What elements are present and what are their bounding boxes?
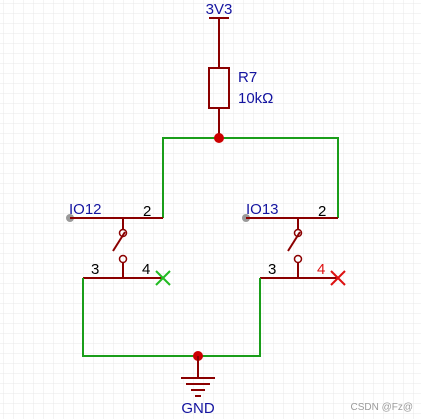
pullup-wire bbox=[162, 137, 339, 218]
pin-number: 4 bbox=[317, 261, 325, 278]
net-label: IO12 bbox=[69, 201, 102, 218]
switch-lever bbox=[287, 231, 301, 252]
pin-number: 3 bbox=[268, 261, 276, 278]
resistor-ref: R7 bbox=[238, 69, 257, 86]
net-label: IO13 bbox=[246, 201, 279, 218]
pin-number: 3 bbox=[91, 261, 99, 278]
watermark: CSDN @Fz@ bbox=[350, 402, 413, 413]
junction-dot-top bbox=[214, 133, 224, 143]
switch-io12: IO12 2 3 4 bbox=[66, 201, 171, 286]
resistor-value: 10kΩ bbox=[238, 90, 273, 107]
power-symbol-3v3: 3V3 bbox=[206, 1, 233, 45]
switch-lever bbox=[112, 231, 126, 252]
ground-symbol: GND bbox=[181, 356, 215, 417]
ground-label: GND bbox=[181, 400, 215, 417]
pin-number: 4 bbox=[142, 261, 150, 278]
switch-io13: IO13 2 3 4 bbox=[242, 201, 346, 286]
pin-number: 2 bbox=[143, 203, 151, 220]
no-connect-mark bbox=[330, 270, 346, 286]
no-connect-mark bbox=[155, 270, 171, 286]
ground-wire bbox=[82, 278, 261, 357]
pin-number: 2 bbox=[318, 203, 326, 220]
power-label: 3V3 bbox=[206, 1, 233, 18]
